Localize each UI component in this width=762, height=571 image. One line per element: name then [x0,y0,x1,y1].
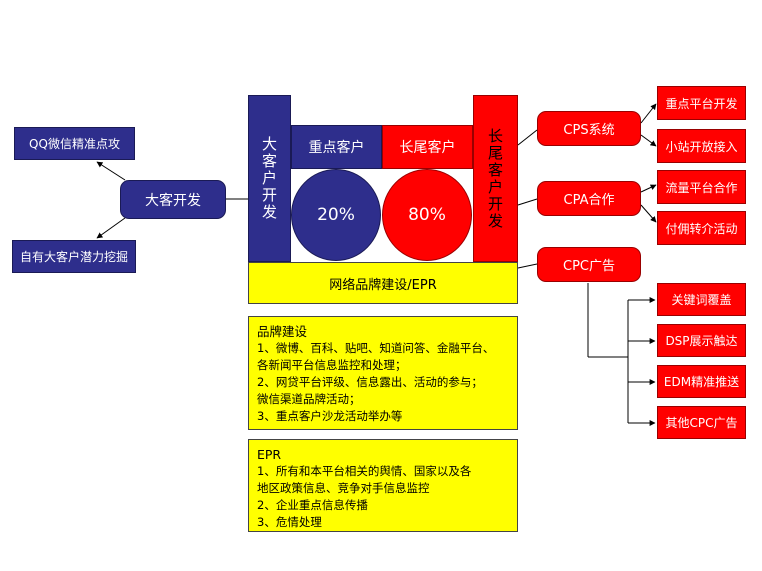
cpc-ads-node: CPC广告 [537,247,641,282]
long-tail-dev-column: 长尾客户开发 [473,95,518,262]
cpa-commission-box: 付佣转介活动 [657,211,746,245]
cpc-other-box: 其他CPC广告 [657,406,746,439]
epr-line: 1、所有和本平台相关的舆情、国家以及各 [257,464,472,478]
epr-line: 3、危情处理 [257,515,322,529]
line-to-cpc [517,263,538,269]
cps-small-site-box: 小站开放接入 [657,129,746,163]
brand-line: 各新闻平台信息监控和处理； [257,358,407,372]
qq-wechat-box: QQ微信精准点攻 [14,127,135,160]
brand-line: 3、重点客户沙龙活动举办等 [257,409,403,423]
line-to-cpa [517,198,538,206]
long-tail-share-circle: 80% [382,169,472,261]
brand-line-title: 品牌建设 [257,324,308,339]
arrow-cpa-2 [640,204,657,223]
cpa-traffic-box: 流量平台合作 [657,170,746,204]
long-tail-client-header: 长尾客户 [382,125,473,169]
cps-system-node: CPS系统 [537,111,641,146]
arrow-cps-2 [640,134,657,147]
epr-block: EPR 1、所有和本平台相关的舆情、国家以及各 地区政策信息、竞争对手信息监控 … [248,439,518,532]
big-client-dev-node: 大客开发 [120,180,226,219]
brand-line: 2、网贷平台评级、信息露出、活动的参与； [257,375,483,389]
epr-line: 地区政策信息、竞争对手信息监控 [257,481,430,495]
brand-epr-bar: 网络品牌建设/EPR [248,262,518,304]
brand-line: 1、微博、百科、贴吧、知道问答、金融平台、 [257,341,495,355]
arrow-to-potential [96,217,126,239]
cpa-cooperation-node: CPA合作 [537,181,641,216]
arrow-cpa-1 [640,184,657,193]
big-client-dev-column: 大客户开发 [248,95,291,262]
arrow-cps-1 [640,103,657,124]
own-client-potential-box: 自有大客户潜力挖掘 [12,240,136,273]
cpc-keyword-box: 关键词覆盖 [657,283,746,316]
cpc-edm-box: EDM精准推送 [657,365,746,398]
key-client-share-circle: 20% [291,169,381,261]
cps-key-platform-box: 重点平台开发 [657,86,746,120]
key-client-share-value: 20% [317,205,355,225]
arrow-to-qq [96,161,126,181]
brand-building-block: 品牌建设 1、微博、百科、贴吧、知道问答、金融平台、 各新闻平台信息监控和处理；… [248,316,518,430]
cpc-dsp-box: DSP展示触达 [657,324,746,357]
epr-line-title: EPR [257,447,282,462]
brand-line: 微信渠道品牌活动； [257,392,361,406]
key-client-header: 重点客户 [291,125,382,169]
epr-line: 2、企业重点信息传播 [257,498,368,512]
long-tail-share-value: 80% [408,205,446,225]
line-to-cps [517,129,538,146]
